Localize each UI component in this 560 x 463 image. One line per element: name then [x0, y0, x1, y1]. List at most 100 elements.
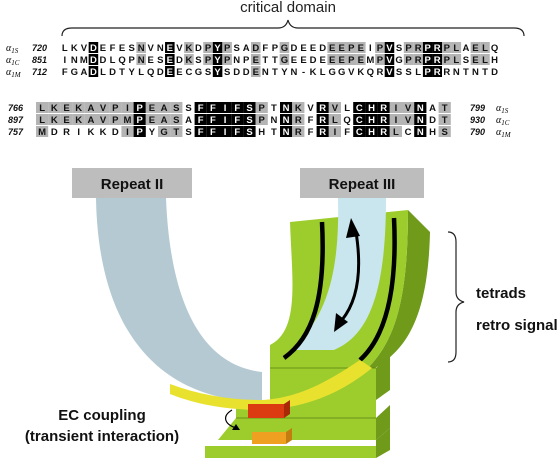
residue: F	[308, 115, 314, 126]
residue: K	[51, 115, 58, 126]
residue-highlight	[316, 102, 329, 113]
residue: E	[148, 55, 154, 66]
residue: Y	[149, 127, 156, 138]
residue: D	[243, 67, 250, 78]
residue-highlight	[280, 102, 293, 113]
residue: V	[100, 103, 107, 114]
residue: N	[283, 127, 290, 138]
residue: A	[161, 115, 168, 126]
residue: L	[393, 127, 399, 138]
residue: T	[482, 67, 488, 78]
residue-highlight	[377, 114, 390, 125]
residue-highlight	[432, 66, 442, 77]
residue-highlight	[158, 126, 171, 137]
residue: R	[380, 115, 387, 126]
residue: I	[224, 103, 227, 114]
residue-highlight	[212, 42, 223, 53]
residue: I	[224, 127, 227, 138]
residue: V	[307, 103, 314, 114]
residue: H	[491, 55, 498, 66]
residue: H	[258, 127, 265, 138]
residue-highlight	[60, 114, 73, 125]
residue: L	[453, 55, 459, 66]
residue: T	[463, 67, 469, 78]
residue: P	[425, 55, 432, 66]
residue: S	[246, 103, 252, 114]
residue-highlight	[170, 126, 183, 137]
residue: I	[334, 127, 337, 138]
residue: V	[176, 43, 183, 54]
residue: P	[425, 43, 432, 54]
residue-highlight	[194, 126, 207, 137]
residue: K	[357, 67, 364, 78]
residue: L	[344, 103, 350, 114]
residue-highlight	[414, 114, 427, 125]
residue-highlight	[88, 54, 99, 65]
residue-highlight	[377, 102, 390, 113]
residue: E	[149, 115, 155, 126]
residue: Y	[214, 67, 221, 78]
residue-highlight	[292, 114, 305, 125]
residue: N	[417, 127, 424, 138]
residue: L	[39, 115, 45, 126]
residue: T	[119, 67, 125, 78]
residue: E	[167, 43, 173, 54]
residue: A	[87, 103, 94, 114]
retro-signal-arrow	[334, 218, 361, 332]
residue-highlight	[422, 42, 433, 53]
residue: E	[339, 55, 345, 66]
residue-highlight	[384, 54, 395, 65]
residue: S	[396, 43, 402, 54]
ec-coupling-label-line2: (transient interaction)	[25, 428, 179, 445]
residue: T	[442, 115, 448, 126]
residue: R	[319, 127, 326, 138]
residue-highlight	[206, 102, 219, 113]
residue-highlight	[377, 126, 390, 137]
residue-highlight	[212, 66, 223, 77]
residue-highlight	[422, 66, 433, 77]
residue: F	[210, 103, 216, 114]
residue: E	[329, 43, 335, 54]
residue: P	[112, 103, 119, 114]
repeat-3-box	[300, 168, 424, 198]
alignment-row-end: 930	[470, 115, 485, 125]
residue-highlight	[133, 114, 146, 125]
residue: M	[80, 55, 88, 66]
residue-highlight	[203, 54, 213, 65]
residue: G	[71, 67, 78, 78]
residue: Y	[128, 67, 135, 78]
alignment-row-label: α1M	[6, 67, 22, 79]
residue: N	[270, 115, 277, 126]
alignment-row-label: α1S	[496, 103, 509, 115]
residue: P	[224, 43, 231, 54]
residue-highlight	[243, 102, 256, 113]
residue-highlight	[121, 114, 134, 125]
residue: H	[429, 127, 436, 138]
residue-highlight	[480, 54, 490, 65]
residue: S	[463, 55, 469, 66]
residue-highlight	[414, 102, 427, 113]
residue: G	[195, 67, 202, 78]
residue: N	[291, 67, 298, 78]
residue-highlight	[184, 54, 194, 65]
residue: M	[38, 127, 46, 138]
residue: D	[157, 67, 164, 78]
residue-highlight	[365, 126, 378, 137]
residue: F	[198, 103, 204, 114]
residue: R	[380, 103, 387, 114]
tetrad-rail-right	[358, 217, 397, 362]
residue: G	[338, 67, 345, 78]
residue: R	[434, 55, 441, 66]
residue: V	[332, 103, 339, 114]
residue-highlight	[442, 54, 452, 65]
residue-highlight	[133, 126, 146, 137]
residue-highlight	[470, 54, 481, 65]
residue: T	[271, 103, 277, 114]
residue: F	[344, 127, 350, 138]
residue: T	[272, 55, 278, 66]
residue: D	[90, 43, 97, 54]
residue-highlight	[356, 42, 366, 53]
residue: L	[62, 43, 68, 54]
residue: G	[160, 127, 167, 138]
residue: N	[262, 67, 269, 78]
